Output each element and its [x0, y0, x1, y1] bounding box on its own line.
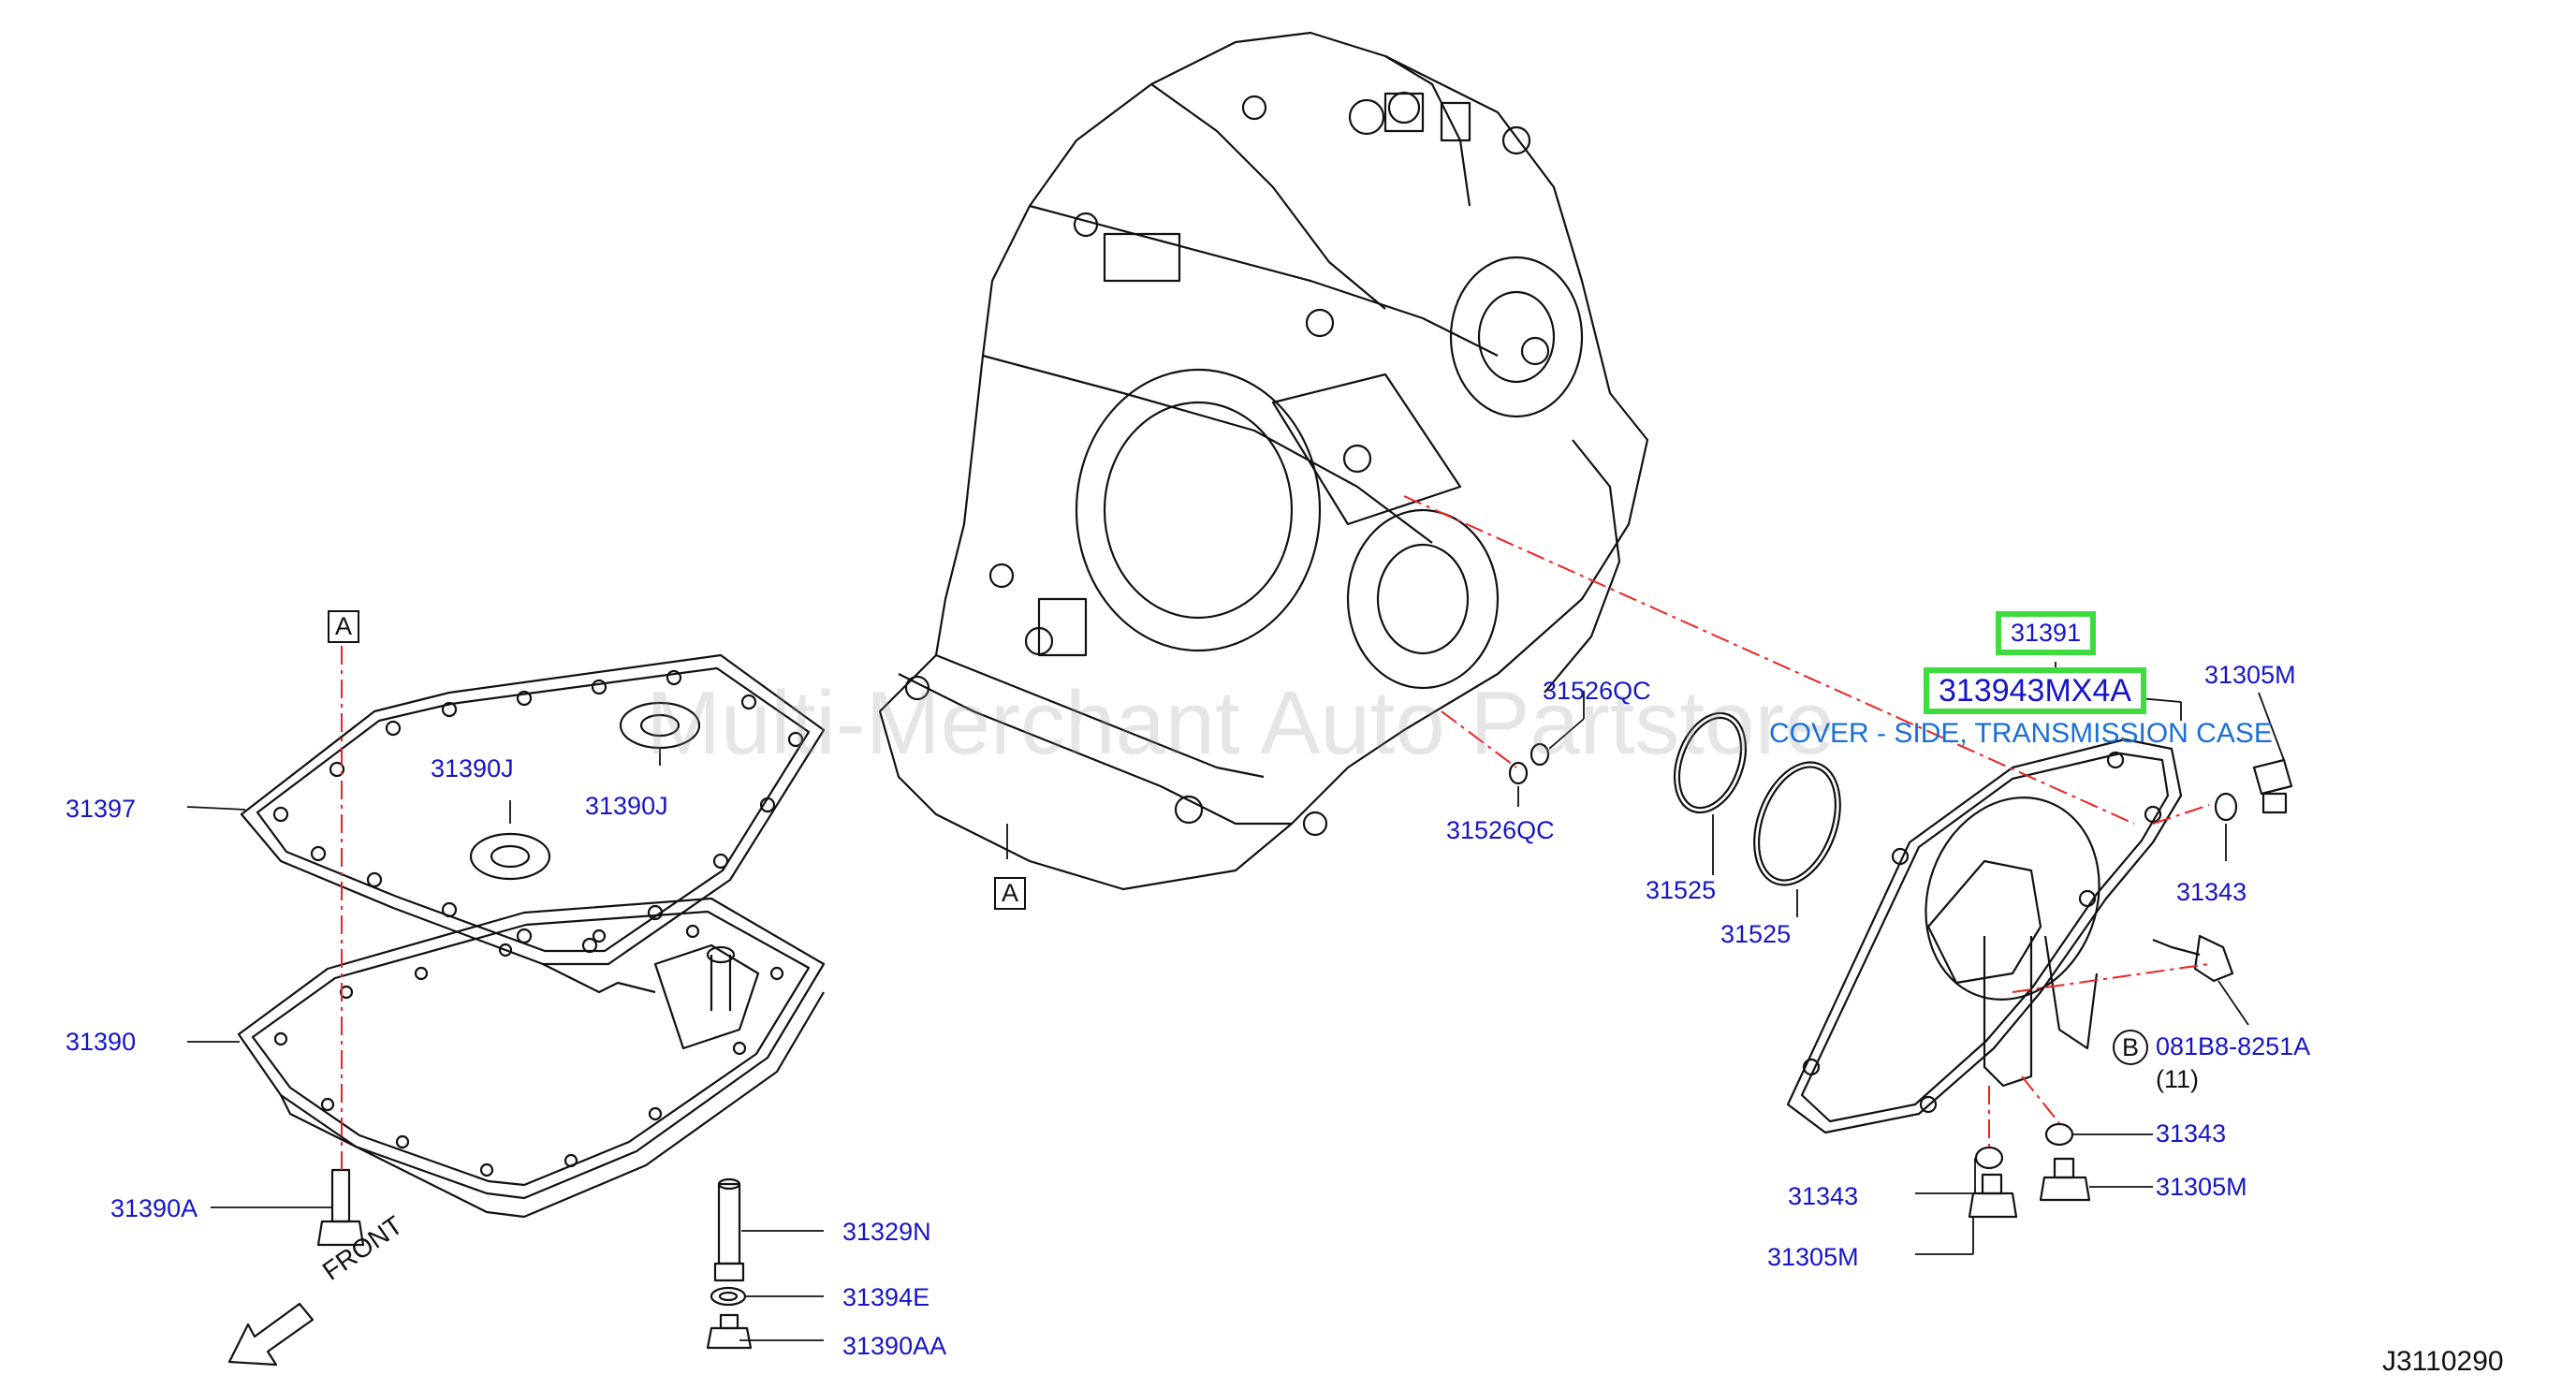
diagram-code: J3110290: [2382, 1346, 2504, 1377]
ref-mark-a-case: A: [994, 877, 1027, 910]
part-label-31305M-top[interactable]: 31305M: [2204, 661, 2296, 689]
part-label-31343-left[interactable]: 31343: [1788, 1182, 1859, 1210]
part-label-31394E[interactable]: 31394E: [842, 1283, 930, 1311]
part-description-cover: COVER - SIDE, TRANSMISSION CASE: [1769, 718, 2273, 749]
part-label-31305M-right[interactable]: 31305M: [2156, 1173, 2247, 1201]
part-label-31397[interactable]: 31397: [66, 795, 137, 823]
ref-mark-a-top: A: [328, 610, 360, 643]
part-label-31391-highlighted[interactable]: 31391: [1996, 611, 2097, 655]
part-label-31305M-left[interactable]: 31305M: [1767, 1243, 1859, 1271]
cover-fasteners: [1968, 758, 2293, 1219]
magnet-washers: [469, 701, 701, 881]
seal-rings: [1674, 711, 1841, 886]
part-label-31390J-a[interactable]: 31390J: [431, 754, 514, 782]
leader-lines: [186, 662, 2285, 1341]
part-label-31343-right[interactable]: 31343: [2156, 1119, 2227, 1148]
part-quantity-11: (11): [2156, 1065, 2200, 1093]
part-label-31329N[interactable]: 31329N: [842, 1218, 931, 1246]
part-label-31525-a[interactable]: 31525: [1646, 876, 1717, 904]
part-label-081B8-8251A[interactable]: 081B8-8251A: [2156, 1032, 2311, 1060]
part-label-31343-top[interactable]: 31343: [2176, 878, 2247, 906]
part-label-31525-b[interactable]: 31525: [1720, 920, 1792, 948]
part-label-31526QC-b[interactable]: 31526QC: [1446, 816, 1555, 844]
transmission-case: [878, 31, 1649, 891]
side-cover: [1786, 738, 2183, 1134]
oil-pan-gasket: [240, 653, 826, 994]
part-label-31526QC-a[interactable]: 31526QC: [1543, 677, 1651, 705]
part-label-31390A[interactable]: 31390A: [110, 1194, 198, 1222]
front-arrow: [227, 1302, 315, 1367]
part-label-31390AA[interactable]: 31390AA: [842, 1332, 947, 1360]
part-label-31390J-b[interactable]: 31390J: [585, 792, 668, 820]
watermark: Multi-Merchant Auto Partstore: [646, 673, 1835, 773]
part-label-313943MX4A-highlighted[interactable]: 313943MX4A: [1924, 667, 2147, 714]
drain-parts: [706, 1177, 753, 1350]
ref-mark-b: B: [2113, 1030, 2148, 1065]
oil-pan: [237, 897, 826, 1219]
o-rings-31526qc: [1508, 742, 1550, 785]
part-label-31390[interactable]: 31390: [66, 1028, 137, 1056]
alignment-lines: [341, 495, 2210, 1170]
